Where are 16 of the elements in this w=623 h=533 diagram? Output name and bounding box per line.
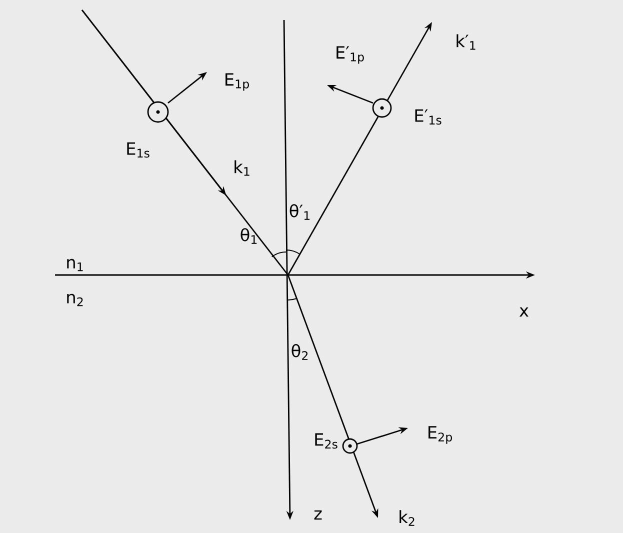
- symbol-label: z: [314, 510, 322, 520]
- symbol-label: n$_{2}$: [67, 294, 83, 306]
- symbol-label: n$_{1}$: [67, 258, 83, 272]
- symbol-label: θ′$_{1}$: [290, 204, 310, 220]
- symbol-label: θ$_{1}$: [240, 228, 257, 244]
- symbol-label: k$_{2}$: [400, 510, 414, 526]
- symbol-label: E$_{2s}$: [315, 433, 338, 449]
- symbol-label: k′$_{1}$: [456, 34, 476, 50]
- symbol-label: E$_{2p}$: [428, 426, 452, 444]
- symbol-label: E$_{1p}$: [226, 73, 249, 91]
- symbol-label: E$_{1s}$: [127, 142, 150, 158]
- symbol-label: θ$_{2}$: [292, 344, 308, 360]
- symbol-label: E′$_{1s}$: [415, 109, 442, 125]
- symbol-label: k$_{1}$: [234, 160, 250, 176]
- symbol-label: E′$_{1p}$: [336, 46, 364, 64]
- symbol-label: x: [519, 307, 528, 317]
